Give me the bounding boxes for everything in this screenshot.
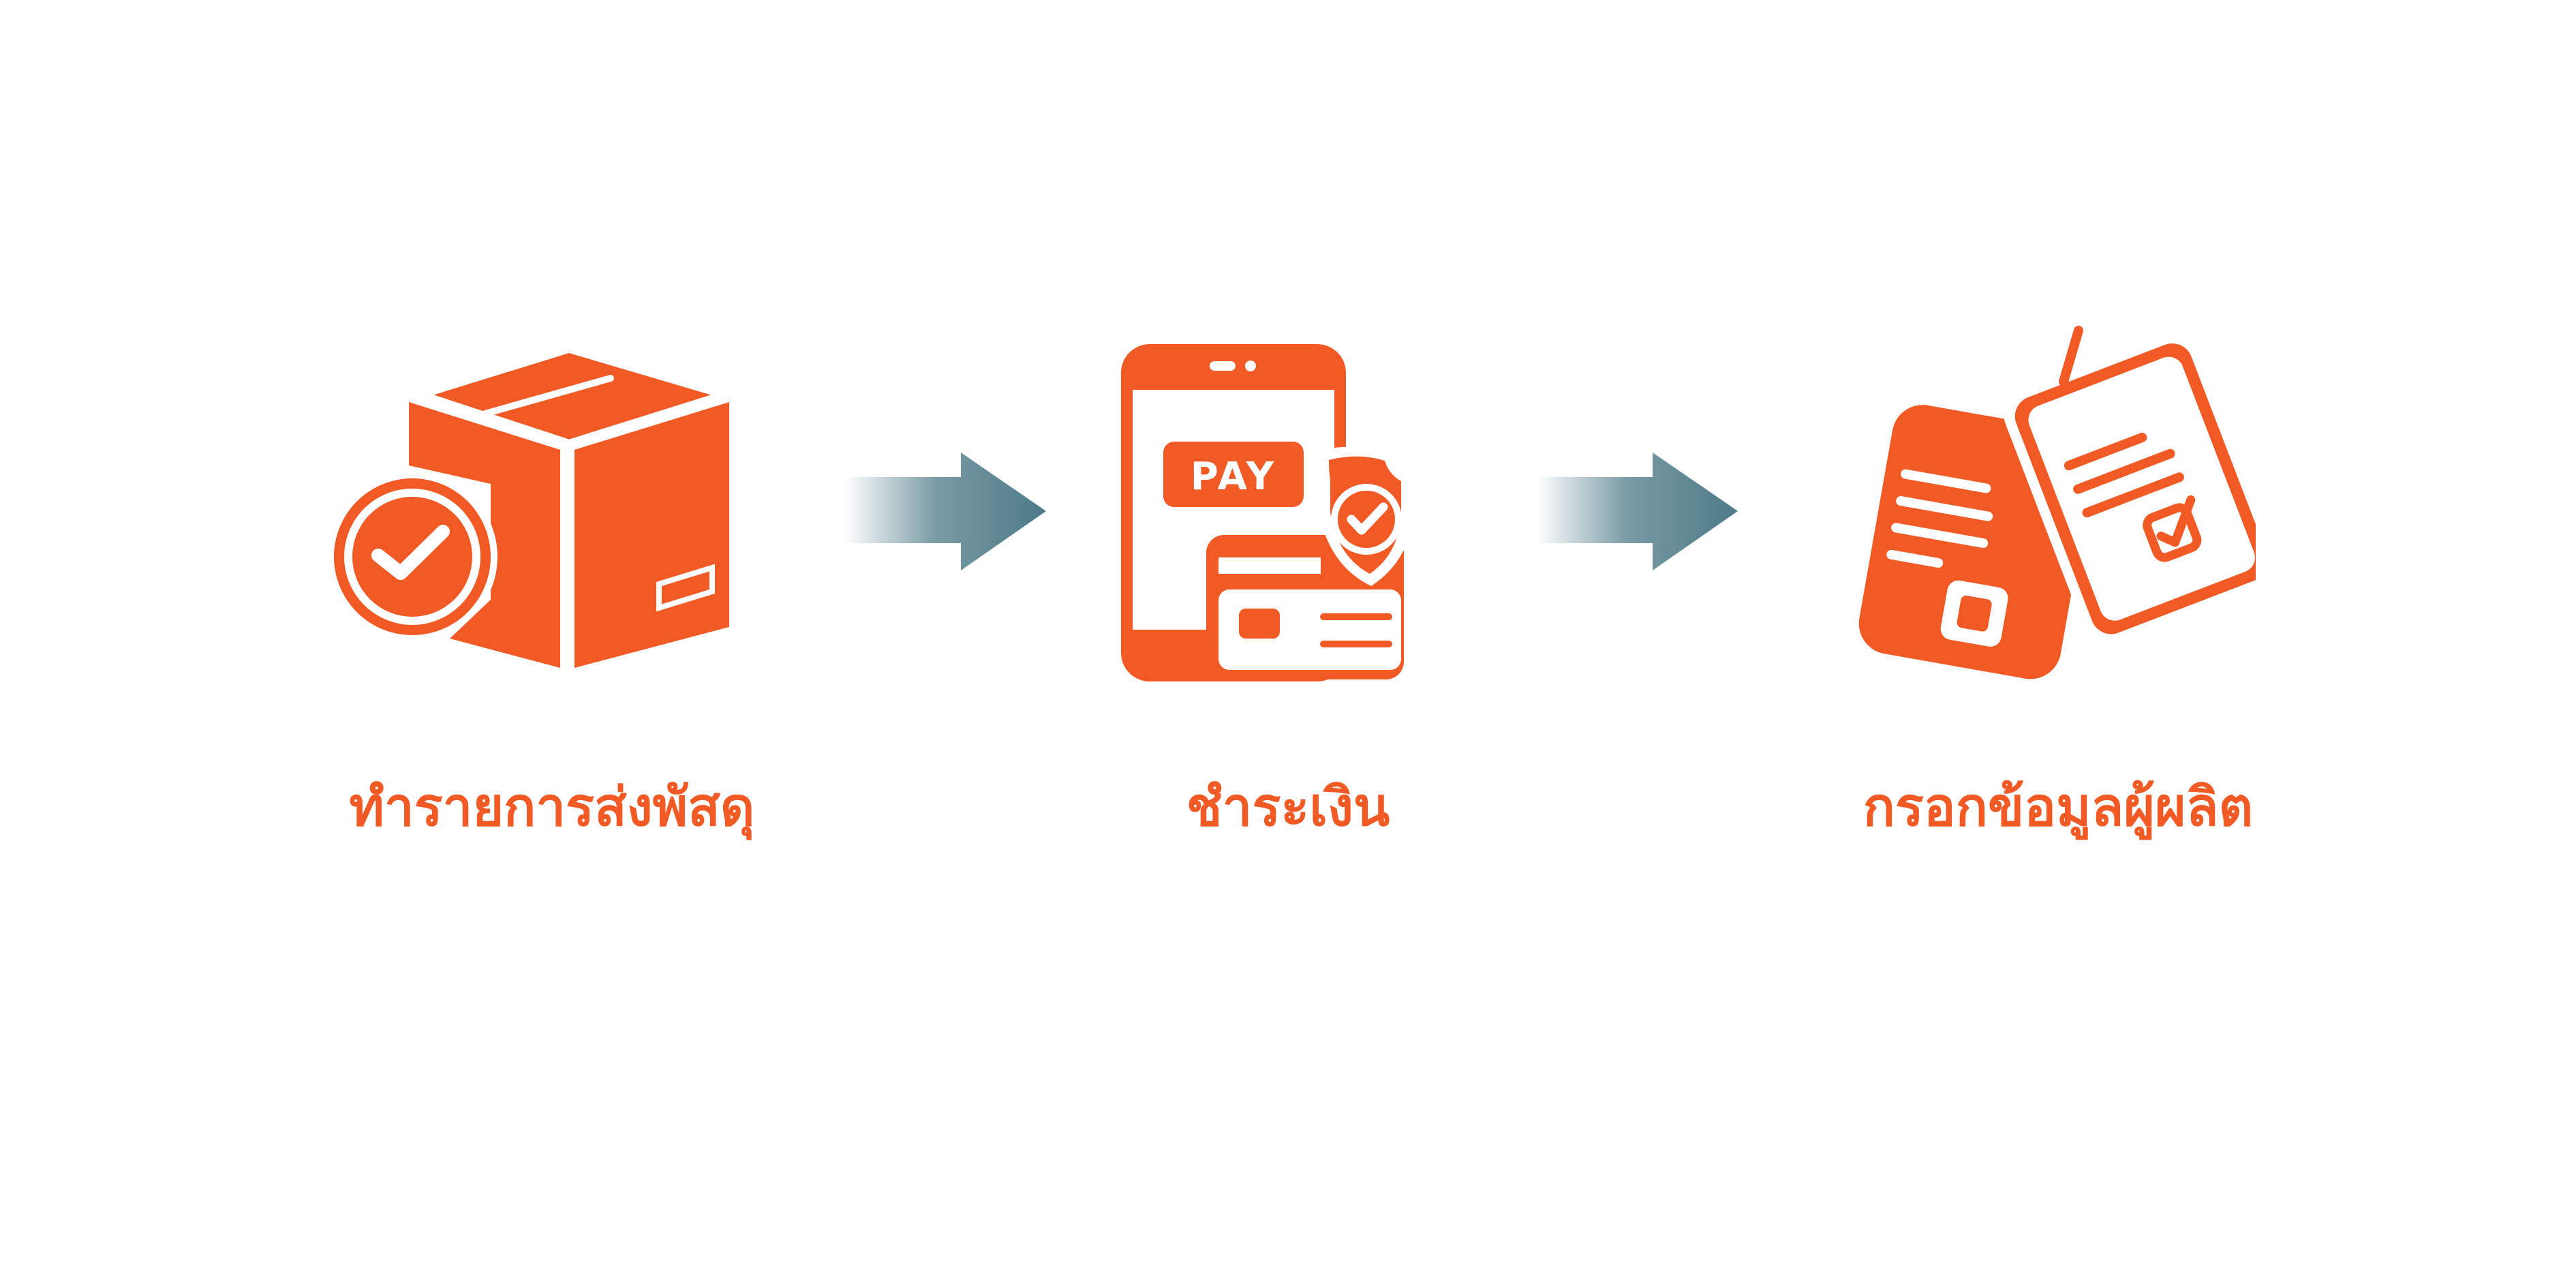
arrow-right-icon [845, 451, 1049, 574]
pay-text: PAY [1191, 455, 1276, 499]
documents-icon [1820, 317, 2256, 705]
step-1-label: ทำรายการส่งพัสดุ [349, 777, 755, 838]
step-3-label: กรอกข้อมูลผู้ผลิต [1862, 777, 2254, 838]
arrow-right-icon [1537, 451, 1741, 574]
box-check-icon [327, 344, 736, 685]
mobile-pay-icon: PAY [1118, 341, 1458, 685]
step-2-label: ชำระเงิน [1186, 777, 1390, 838]
